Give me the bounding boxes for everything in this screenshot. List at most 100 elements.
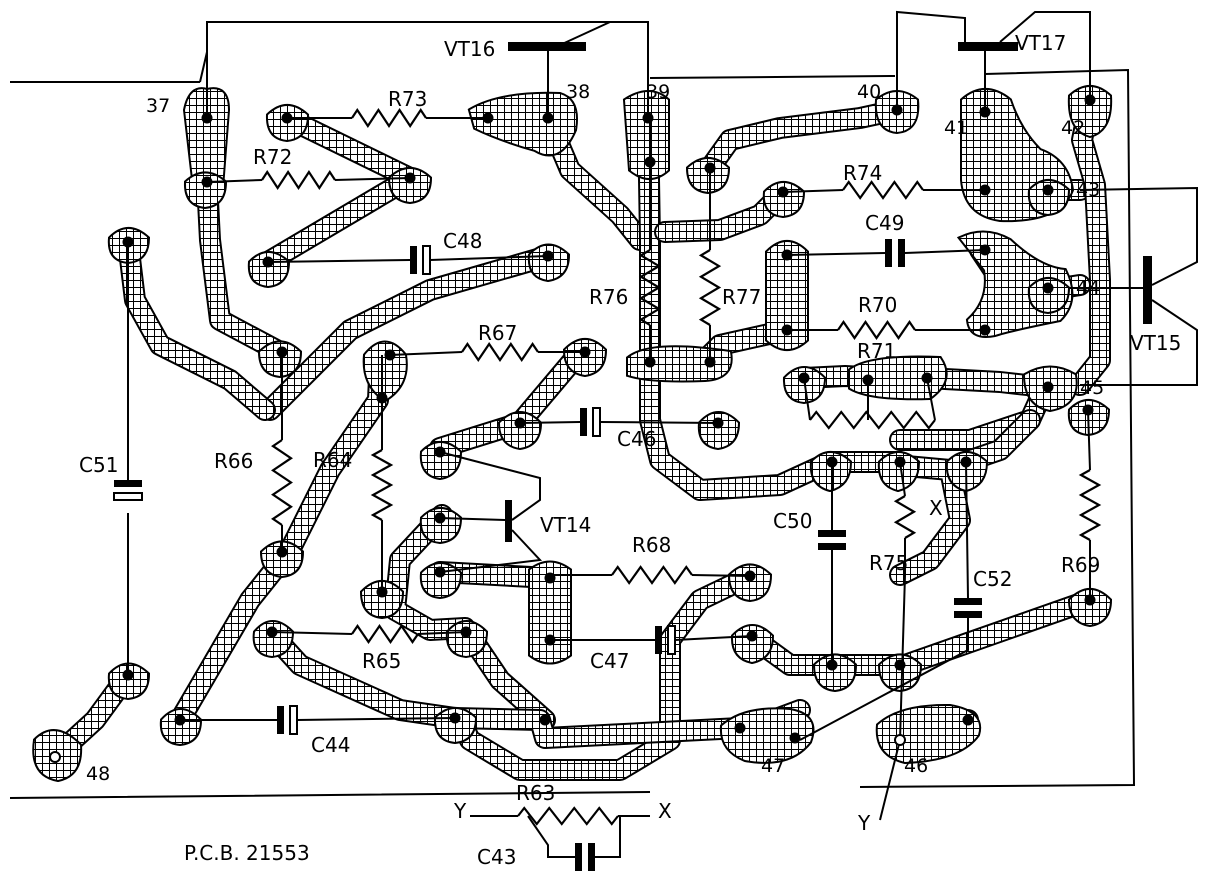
labels: 37 38 39 40 41 42 43 44 45 46 47 48 R63 … xyxy=(79,31,1181,869)
terminal-37-label: 37 xyxy=(146,95,170,117)
pad-vt14-base xyxy=(421,443,460,478)
vt15-label: VT15 xyxy=(1130,331,1181,355)
terminal-46-hole xyxy=(894,734,906,746)
solder-point xyxy=(404,172,416,184)
lead-10 xyxy=(1080,299,1198,386)
r64-symbol xyxy=(370,449,394,521)
c44-plate-a xyxy=(277,706,284,734)
r71-symbol xyxy=(809,410,936,430)
solder-point xyxy=(544,634,556,646)
solder-point xyxy=(777,186,789,198)
component-leads xyxy=(127,10,1198,858)
lead-13 xyxy=(267,255,549,263)
pad-r72-right xyxy=(390,169,430,202)
solder-point xyxy=(921,372,933,384)
r69-label: R69 xyxy=(1061,553,1100,577)
r63-symbol xyxy=(517,806,619,826)
solder-point xyxy=(894,456,906,468)
c50-label: C50 xyxy=(773,509,812,533)
r66-symbol xyxy=(271,439,293,526)
pad-r64-bottom xyxy=(362,582,402,617)
r66-label: R66 xyxy=(214,449,253,473)
c51-plate-a xyxy=(114,480,142,487)
c47-plate-a xyxy=(655,626,662,654)
solder-point xyxy=(434,446,446,458)
pad-r68-right xyxy=(730,565,770,600)
pad-c50-top xyxy=(811,453,850,490)
c52-plate-b xyxy=(954,611,982,618)
terminal-43-label: 43 xyxy=(1076,179,1100,201)
pad-c49-left xyxy=(767,242,807,349)
pad-r75-top xyxy=(879,453,918,490)
pad-43 xyxy=(1029,181,1068,214)
solder-point xyxy=(276,346,288,358)
components xyxy=(113,42,1152,871)
pad-r66-bottom xyxy=(262,542,302,576)
vt17-symbol-base xyxy=(958,42,1018,51)
c46-plate-a xyxy=(580,408,587,436)
vt17-label: VT17 xyxy=(1015,31,1066,55)
solder-point xyxy=(122,669,134,681)
lead-27 xyxy=(786,249,986,256)
solder-point xyxy=(826,456,838,468)
c48-plate-b xyxy=(422,245,431,275)
solder-point xyxy=(262,256,274,268)
solder-point xyxy=(894,659,906,671)
r74-label: R74 xyxy=(843,161,882,185)
board-label: P.C.B. 21553 xyxy=(184,841,310,865)
solder-point xyxy=(1082,404,1094,416)
solder-point xyxy=(174,714,186,726)
solder-point xyxy=(979,106,991,118)
pad-r76-r77-bottom xyxy=(628,347,731,381)
pad-c51-bottom xyxy=(109,664,148,698)
track-c48-right xyxy=(261,247,557,419)
lead-8 xyxy=(1079,186,1198,286)
solder-point xyxy=(539,714,551,726)
lead-36 xyxy=(527,815,621,858)
r76-symbol xyxy=(638,249,662,326)
r67-symbol xyxy=(461,342,539,362)
pad-c46-left xyxy=(500,413,540,448)
c44-plate-b xyxy=(289,705,298,735)
r72-label: R72 xyxy=(253,145,292,169)
vt16-label: VT16 xyxy=(444,37,495,61)
r73-label: R73 xyxy=(388,87,427,111)
pad-37 xyxy=(185,89,228,193)
solder-point xyxy=(1042,282,1054,294)
solder-point xyxy=(376,392,388,404)
solder-point xyxy=(201,176,213,188)
vt14-label: VT14 xyxy=(540,513,591,537)
lead-26 xyxy=(782,189,985,193)
copper-pads xyxy=(32,85,1113,783)
c51-label: C51 xyxy=(79,453,118,477)
terminal-38-label: 38 xyxy=(566,81,590,103)
board-outline xyxy=(9,68,1136,799)
lead-29 xyxy=(803,377,936,421)
pad-c44-left xyxy=(161,710,200,744)
solder-point xyxy=(746,630,758,642)
c48-label: C48 xyxy=(443,229,482,253)
pad-c48-right xyxy=(529,245,568,280)
solder-point xyxy=(122,236,134,248)
c46-plate-b xyxy=(592,407,601,437)
terminal-42-label: 42 xyxy=(1061,117,1085,139)
lead-2 xyxy=(206,21,649,118)
solder-point xyxy=(579,346,591,358)
vt15-symbol-base xyxy=(1143,256,1152,324)
solder-point xyxy=(704,162,716,174)
pad-r68-left xyxy=(530,562,570,663)
lead-17 xyxy=(389,351,585,356)
pad-46 xyxy=(877,705,980,762)
pad-r64-top xyxy=(364,342,406,400)
lead-4 xyxy=(559,21,611,46)
solder-point xyxy=(734,722,746,734)
pad-42 xyxy=(1069,87,1111,136)
r64-label: R64 xyxy=(313,448,352,472)
lead-20 xyxy=(550,574,751,577)
lead-22 xyxy=(271,631,467,635)
solder-point xyxy=(789,732,801,744)
c49-plate-b xyxy=(898,239,905,267)
pad-c47-right xyxy=(732,626,772,662)
pad-r66-top xyxy=(260,342,300,376)
c47-plate-b xyxy=(667,625,676,655)
